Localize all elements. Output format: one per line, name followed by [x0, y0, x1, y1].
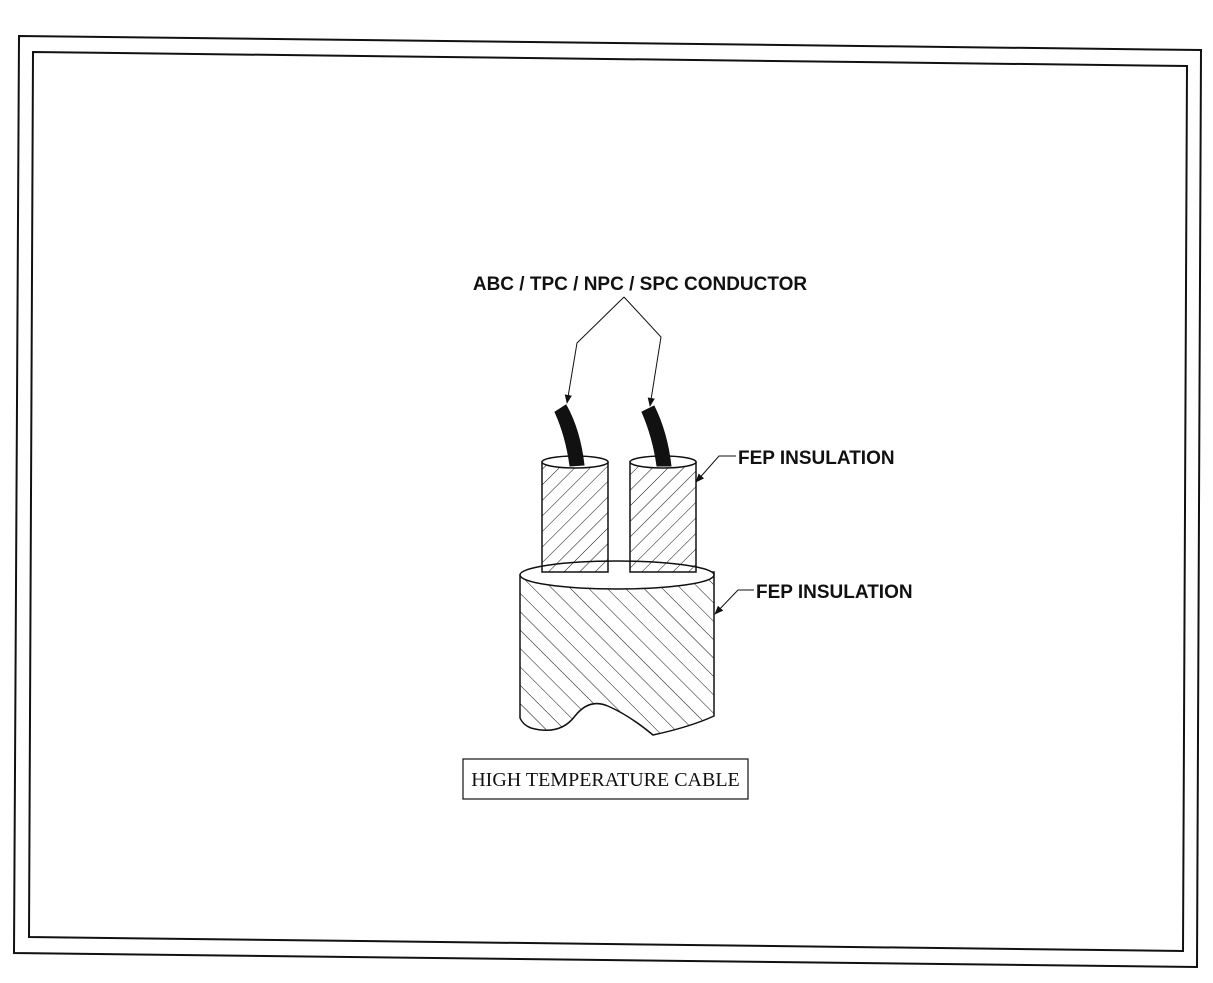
outer-insulation-leader [714, 589, 754, 615]
conductor-leader-right [623, 296, 662, 407]
inner-insulation-label: FEP INSULATION [738, 448, 895, 469]
inner-border [27, 50, 1189, 953]
conductor-label: ABC / TPC / NPC / SPC CONDUCTOR [473, 274, 808, 295]
conductor-leader-left [564, 296, 625, 404]
outer-insulation-label: FEP INSULATION [756, 582, 913, 603]
outer-border [12, 34, 1203, 969]
conductor-left [554, 404, 585, 467]
conductor-right [641, 405, 672, 467]
caption: HIGH TEMPERATURE CABLE [471, 769, 740, 791]
inner-core-left [541, 455, 609, 573]
outer-jacket [519, 560, 715, 736]
caption-box [462, 758, 749, 800]
inner-core-right [629, 455, 697, 573]
inner-insulation-leader [695, 455, 736, 483]
